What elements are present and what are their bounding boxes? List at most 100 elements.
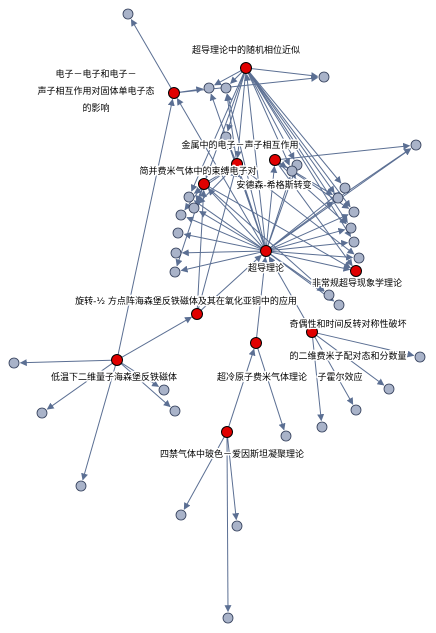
label-anderson-higgs: 安德森-希格斯转变 [236,179,311,191]
paper-node-un[interactable] [350,265,362,277]
edge-rp-a16 [248,72,352,238]
edge-sc-a13 [269,191,341,248]
edge-sc-a16 [271,239,349,251]
paper-node-pr[interactable] [306,326,318,338]
paper-node-bp[interactable] [198,178,210,190]
label-superconductivity: 超导理论 [248,262,284,274]
node-layer [8,8,426,624]
citing-node-u1[interactable] [280,430,292,442]
edge-sc-a11 [180,251,261,273]
edge-layer [19,18,415,613]
edge-pr-p1 [317,332,415,358]
edge-a12-r2 [342,148,412,196]
paper-node-sh[interactable] [191,308,203,320]
citing-node-a12[interactable] [332,192,344,204]
citing-node-l5[interactable] [75,480,87,492]
citing-node-a10[interactable] [170,247,182,259]
citing-node-r2[interactable] [410,139,422,151]
edge-sc-a7 [198,210,262,249]
label-ultracold-fermi: 超冷原子费米气体理论 [217,371,307,383]
edge-sc-a2 [225,93,266,246]
citing-node-a11[interactable] [169,266,181,278]
edge-sc-a19 [270,253,335,302]
edge-sc-a5 [267,176,292,246]
edge-sc-ep [176,97,264,247]
citing-node-top[interactable] [122,8,134,20]
citing-node-p1[interactable] [414,351,426,363]
edge-sc-a14 [270,213,349,250]
edge-ahr-un [277,164,353,267]
edge-ha-l2 [46,362,113,410]
paper-node-ahr[interactable] [269,154,281,166]
paper-node-ep[interactable] [168,87,180,99]
citing-node-p4[interactable] [316,421,328,433]
label-electron-phonon-3: 的影响 [82,102,109,114]
citing-node-a2[interactable] [220,82,232,94]
citing-node-p2[interactable] [383,383,395,395]
edge-ha-ep [117,98,175,355]
paper-node-mep[interactable] [231,158,243,170]
label-spin-half: 旋转-½ 方点阵海森堡反铁磁体及其在氧化亚铜中的应用 [75,295,297,307]
edge-rp-a1 [214,70,242,86]
edge-ahr-r2 [280,142,411,160]
edge-bec-uf [228,348,256,427]
label-parity-3: 子霍尔效应 [317,371,362,383]
citing-node-a14[interactable] [348,206,360,218]
citing-node-a13[interactable] [339,182,351,194]
citing-node-a9[interactable] [172,227,184,239]
edge-rp-a15 [248,72,348,224]
edge-sh-bp [196,189,207,309]
edge-bec-b1 [183,436,225,510]
citing-node-l3[interactable] [169,405,181,417]
citing-node-a19[interactable] [333,299,345,311]
citing-node-a18[interactable] [323,289,335,301]
edge-mep-a3 [227,142,236,160]
edge-ha-l5 [81,365,116,481]
citing-node-a5[interactable] [286,165,298,177]
citing-node-a16[interactable] [348,236,360,248]
edge-sc-a8 [186,216,262,250]
edge-ha-l1 [19,359,112,367]
citing-node-a17[interactable] [353,252,365,264]
edge-mep-a17 [241,167,355,255]
label-metal-electron-phonon: 金属中的电子－声子相互作用 [181,139,298,151]
paper-node-uf[interactable] [250,337,262,349]
paper-node-sc[interactable] [260,245,272,257]
edge-rp-a2 [230,71,243,84]
edge-pr-p2 [316,334,385,386]
citing-node-a8[interactable] [175,209,187,221]
edge-rp-a6 [190,72,245,192]
paper-node-bec[interactable] [221,426,233,438]
paper-node-ha[interactable] [111,354,123,366]
citing-node-a6[interactable] [183,191,195,203]
citing-node-l1[interactable] [8,357,20,369]
edge-rp-r1 [251,68,319,80]
label-parity-2: 的二维费米子配对态和分数量 [289,350,406,362]
label-parity-1: 奇偶性和时间反转对称性破坏 [289,318,406,330]
paper-node-rp[interactable] [240,62,252,74]
citing-node-p3[interactable] [350,404,362,416]
label-electron-phonon-1: 电子－电子和电子－ [55,68,136,80]
citing-node-a3[interactable] [220,131,232,143]
citing-node-a7[interactable] [188,202,200,214]
edge-pr-p4 [312,337,325,422]
edge-ep-a1 [179,86,204,94]
citing-node-r1[interactable] [318,71,330,83]
citing-node-l2[interactable] [36,407,48,419]
edge-sc-a15 [271,227,346,251]
label-bound-pair: 简并费米气体中的束缚电子对 [139,165,256,177]
citing-node-b2[interactable] [231,520,243,532]
label-unconventional: 非常规超导现象学理论 [312,277,402,289]
edge-rp-a4 [248,72,295,160]
citing-node-a1[interactable] [203,82,215,94]
citing-node-b1[interactable] [175,509,187,521]
label-low-temp-heisenberg: 低温下二维量子海森堡反铁磁体 [51,371,177,383]
edge-bec-b3 [224,437,232,613]
citing-node-a15[interactable] [345,222,357,234]
edge-bp-mep [208,166,232,182]
label-layer: 超导理论中的随机相位近似 电子－电子和电子－ 声子相互作用对固体单电子态 的影响… [36,43,408,462]
edge-mep-a7 [198,167,234,204]
citing-node-b3[interactable] [222,612,234,624]
edge-mep-a2 [224,93,237,159]
citing-node-l4[interactable] [158,384,170,396]
